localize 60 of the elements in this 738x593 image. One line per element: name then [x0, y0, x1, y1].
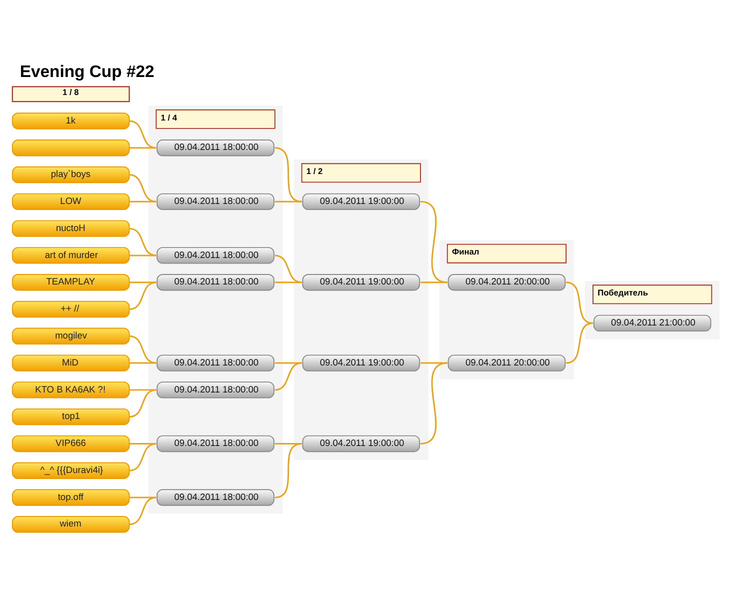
connector: [274, 282, 302, 284]
node-box: LOW: [12, 193, 130, 210]
connector: [129, 282, 156, 310]
node-box: KTO B KA6AK ?!: [12, 382, 130, 398]
node-box: 09.04.2011 21:00:00: [593, 314, 712, 332]
node-box: 1 / 8: [12, 86, 130, 102]
node-box: 09.04.2011 19:00:00: [302, 435, 420, 452]
node-box: 09.04.2011 18:00:00: [156, 435, 274, 452]
node-box: 1k: [12, 112, 130, 130]
connector: [420, 200, 448, 284]
node-box: ++ //: [12, 300, 130, 318]
node-box: nuctoH: [12, 220, 130, 237]
node-box: 09.04.2011 18:00:00: [156, 193, 274, 210]
connector: [274, 200, 302, 202]
connector: [129, 282, 156, 284]
connector: [274, 443, 302, 498]
node-box: 09.04.2011 20:00:00: [448, 274, 566, 291]
connector: [129, 254, 156, 256]
node-box: art of murder: [12, 247, 130, 264]
node-box: MiD: [12, 354, 130, 372]
connector: [129, 442, 156, 472]
node-box: 09.04.2011 18:00:00: [156, 140, 274, 156]
node-box: 09.04.2011 18:00:00: [156, 354, 274, 372]
node-box: 09.04.2011 19:00:00: [302, 274, 420, 291]
connector: [129, 147, 156, 149]
connector: [274, 362, 302, 391]
connector: [129, 200, 156, 202]
connector: [129, 442, 156, 444]
node-box: 09.04.2011 18:00:00: [156, 382, 274, 398]
connector: [129, 174, 156, 202]
connector: [274, 254, 302, 284]
node-box: 09.04.2011 20:00:00: [448, 354, 566, 372]
node-box: ^_^ {{{Duravi4i}: [12, 462, 130, 479]
connector: [129, 228, 156, 256]
connector: [129, 389, 156, 418]
node-box: TEAMPLAY: [12, 274, 130, 291]
node-box: top1: [12, 408, 130, 426]
node-box: 09.04.2011 19:00:00: [302, 193, 420, 210]
node-box: mogilev: [12, 328, 130, 344]
connector: [129, 496, 156, 526]
diagram-title: Evening Cup #22: [20, 62, 154, 81]
node-box: 09.04.2011 18:00:00: [156, 489, 274, 506]
node-box: play`boys: [12, 166, 130, 184]
connector: [129, 362, 156, 364]
node-bar: [12, 140, 130, 156]
connector: [420, 362, 448, 444]
connector: [129, 389, 156, 391]
node-box: 09.04.2011 18:00:00: [156, 247, 274, 264]
connector: [566, 322, 594, 364]
connector: [274, 442, 302, 444]
node-box: 09.04.2011 18:00:00: [156, 274, 274, 291]
node-box: wiem: [12, 516, 130, 533]
connector: [420, 282, 448, 284]
node-box: 09.04.2011 19:00:00: [302, 354, 420, 372]
node-box: VIP666: [12, 435, 130, 452]
connector: [274, 147, 302, 202]
connector: [129, 120, 156, 149]
node-box: top.off: [12, 489, 130, 506]
connector: [129, 335, 156, 364]
connector: [566, 282, 594, 324]
